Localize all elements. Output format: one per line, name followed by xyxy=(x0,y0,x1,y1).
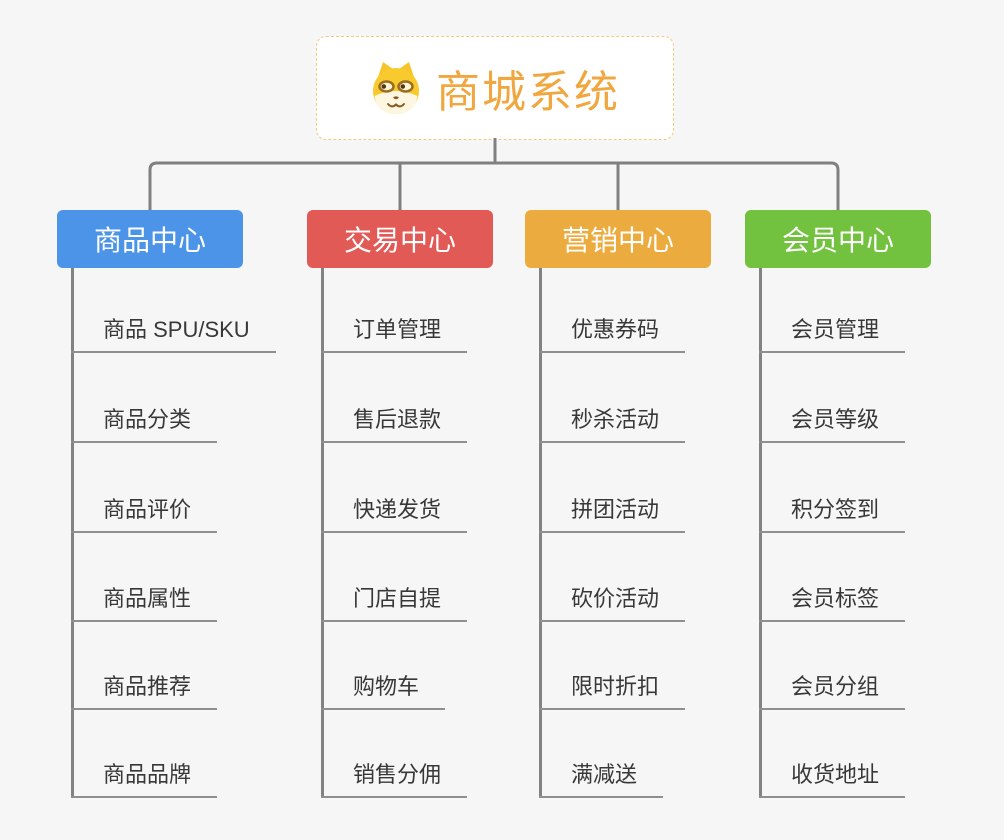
leaf-item[interactable]: 砍价活动 xyxy=(539,582,686,622)
leaf-item[interactable]: 快递发货 xyxy=(321,493,468,533)
shiba-dog-icon xyxy=(373,62,419,114)
leaf-item[interactable]: 商品推荐 xyxy=(71,670,218,710)
leaf-item[interactable]: 优惠券码 xyxy=(539,313,686,353)
branch-node-product[interactable]: 商品中心 xyxy=(57,210,243,268)
leaf-item[interactable]: 会员管理 xyxy=(759,313,906,353)
branch-node-marketing[interactable]: 营销中心 xyxy=(525,210,711,268)
leaf-item[interactable]: 收货地址 xyxy=(759,758,906,798)
leaf-item[interactable]: 商品分类 xyxy=(71,403,218,443)
branch-node-member[interactable]: 会员中心 xyxy=(745,210,931,268)
leaf-item[interactable]: 售后退款 xyxy=(321,403,468,443)
leaf-item[interactable]: 会员标签 xyxy=(759,582,906,622)
trunk-line-marketing xyxy=(539,268,542,798)
leaf-item[interactable]: 商品 SPU/SKU xyxy=(71,313,276,353)
leaf-item[interactable]: 商品评价 xyxy=(71,493,218,533)
leaf-item[interactable]: 限时折扣 xyxy=(539,670,686,710)
trunk-line-member xyxy=(759,268,762,798)
leaf-item[interactable]: 商品属性 xyxy=(71,582,218,622)
leaf-item[interactable]: 商品品牌 xyxy=(71,758,218,798)
leaf-item[interactable]: 会员分组 xyxy=(759,670,906,710)
leaf-item[interactable]: 满减送 xyxy=(539,758,664,798)
leaf-item[interactable]: 订单管理 xyxy=(321,313,468,353)
leaf-item[interactable]: 秒杀活动 xyxy=(539,403,686,443)
branch-node-trade[interactable]: 交易中心 xyxy=(307,210,493,268)
trunk-line-product xyxy=(71,268,74,798)
leaf-item[interactable]: 会员等级 xyxy=(759,403,906,443)
leaf-item[interactable]: 拼团活动 xyxy=(539,493,686,533)
leaf-item[interactable]: 销售分佣 xyxy=(321,758,468,798)
root-node[interactable]: 商城系统 xyxy=(316,36,674,140)
leaf-item[interactable]: 门店自提 xyxy=(321,582,468,622)
root-title: 商城系统 xyxy=(436,68,620,117)
leaf-item[interactable]: 购物车 xyxy=(321,670,446,710)
trunk-line-trade xyxy=(321,268,324,798)
leaf-item[interactable]: 积分签到 xyxy=(759,493,906,533)
tree-connector-lines xyxy=(148,138,840,211)
